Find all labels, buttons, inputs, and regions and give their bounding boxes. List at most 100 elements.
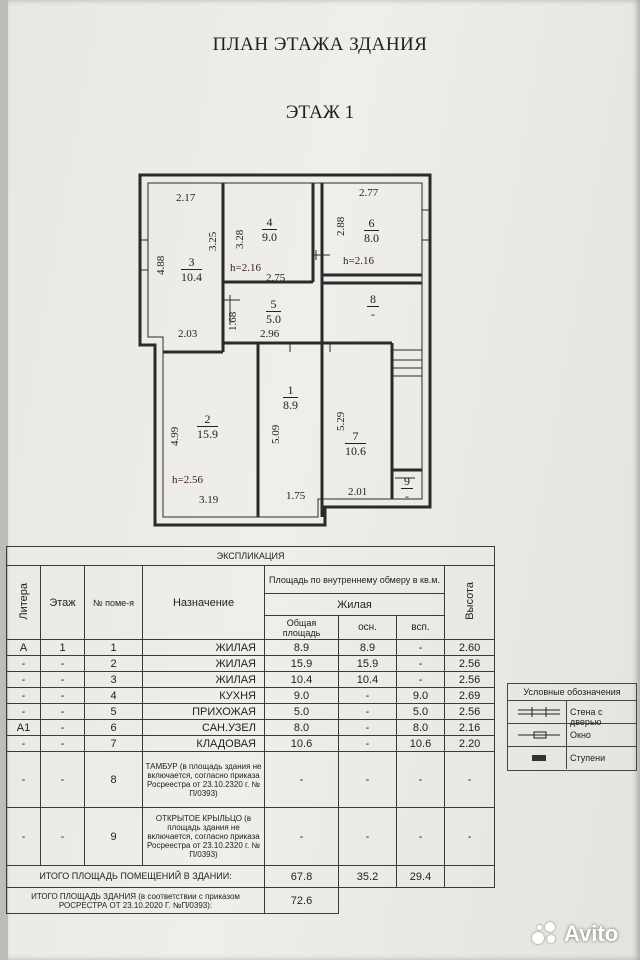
floor-cell: - xyxy=(40,671,85,688)
column-header: Этаж xyxy=(40,565,85,640)
litera-cell: - xyxy=(6,671,41,688)
purpose-cell: САН.УЗЕЛ xyxy=(142,719,265,736)
room-number-cell: 1 xyxy=(84,639,143,656)
total-area-cell: 9.0 xyxy=(264,687,339,704)
height-cell: - xyxy=(443,807,496,866)
aux-area-cell: 10.6 xyxy=(396,735,445,752)
dimension-label: 5.29 xyxy=(335,411,347,431)
main-area-cell: 8.9 xyxy=(338,639,397,656)
legend: Условные обозначения Стена с дверью Окно… xyxy=(507,683,637,771)
purpose-cell: ОТКРЫТОЕ КРЫЛЬЦО (в площадь здания не вк… xyxy=(142,807,265,866)
room-number-cell: 8 xyxy=(84,751,143,808)
window-icon xyxy=(518,731,560,739)
aux-area-cell: - xyxy=(396,671,445,688)
dimension-label: 2.88 xyxy=(335,216,347,236)
litera-cell: А1 xyxy=(6,719,41,736)
avito-watermark: Avito xyxy=(532,921,618,947)
room-label: 9- xyxy=(401,475,413,503)
column-header: осн. xyxy=(338,615,397,640)
dimension-label: 1.75 xyxy=(286,490,306,502)
litera-cell: - xyxy=(6,655,41,672)
ceiling-height-label: h=2.16 xyxy=(230,262,261,274)
total-area-cell: - xyxy=(264,751,339,808)
litera-cell: - xyxy=(6,735,41,752)
dimension-label: 2.03 xyxy=(178,328,198,340)
empty-cell xyxy=(443,865,496,888)
table-caption: ЭКСПЛИКАЦИЯ xyxy=(5,546,496,566)
total-area-sum: 67.8 xyxy=(264,865,339,888)
litera-cell: - xyxy=(6,807,41,866)
floor-cell: - xyxy=(40,735,85,752)
floor-plan xyxy=(138,173,432,527)
dimension-label: 5.09 xyxy=(270,424,282,444)
total-building-row: ИТОГО ПЛОЩАДЬ ЗДАНИЯ (в соответствии с п… xyxy=(6,887,495,914)
floor-cell: - xyxy=(40,807,85,866)
floor-title: ЭТАЖ 1 xyxy=(285,102,355,123)
dimension-label: 4.88 xyxy=(155,255,167,275)
main-area-cell: - xyxy=(338,735,397,752)
legend-item: Стена с дверью xyxy=(508,701,636,727)
purpose-cell: КУХНЯ xyxy=(142,687,265,704)
aux-area-sum: 29.4 xyxy=(396,865,445,888)
purpose-cell: КЛАДОВАЯ xyxy=(142,735,265,752)
room-number-cell: 5 xyxy=(84,703,143,720)
ceiling-height-label: h=2.16 xyxy=(343,255,374,267)
total-area-cell: - xyxy=(264,807,339,866)
floor-cell: 1 xyxy=(40,639,85,656)
column-header: Общая площадь xyxy=(264,615,339,640)
column-header: всп. xyxy=(396,615,445,640)
room-number-cell: 4 xyxy=(84,687,143,704)
avito-logo-icon xyxy=(532,922,560,946)
column-header: Высота xyxy=(443,565,496,640)
legend-title: Условные обозначения xyxy=(508,684,636,701)
litera-cell: - xyxy=(6,703,41,720)
floor-cell: - xyxy=(40,655,85,672)
main-area-cell: - xyxy=(338,687,397,704)
room-label: 8- xyxy=(367,293,379,321)
height-cell: 2.69 xyxy=(443,687,496,704)
main-area-cell: - xyxy=(338,703,397,720)
height-cell: - xyxy=(443,751,496,808)
purpose-cell: ЖИЛАЯ xyxy=(142,671,265,688)
total-area-cell: 8.9 xyxy=(264,639,339,656)
total-area-cell: 5.0 xyxy=(264,703,339,720)
aux-area-cell: 5.0 xyxy=(396,703,445,720)
main-area-cell: 15.9 xyxy=(338,655,397,672)
purpose-cell: ЖИЛАЯ xyxy=(142,655,265,672)
main-area-sum: 35.2 xyxy=(338,865,397,888)
height-cell: 2.20 xyxy=(443,735,496,752)
column-header: Назначение xyxy=(142,565,265,640)
aux-area-cell: - xyxy=(396,639,445,656)
document-title: ПЛАН ЭТАЖА ЗДАНИЯ xyxy=(212,34,428,55)
purpose-cell: ЖИЛАЯ xyxy=(142,639,265,656)
total-area-cell: 15.9 xyxy=(264,655,339,672)
room-number-cell: 7 xyxy=(84,735,143,752)
column-header: № поме-я xyxy=(84,565,143,640)
total-area-cell: 10.6 xyxy=(264,735,339,752)
total-rooms-label: ИТОГО ПЛОЩАДЬ ПОМЕЩЕНИЙ В ЗДАНИИ: xyxy=(6,865,265,888)
height-cell: 2.56 xyxy=(443,655,496,672)
legend-item: Ступени xyxy=(508,747,636,769)
dimension-label: 1.68 xyxy=(227,311,239,331)
purpose-cell: ТАМБУР (в площадь здания не включается, … xyxy=(142,751,265,808)
aux-area-cell: 9.0 xyxy=(396,687,445,704)
total-area-cell: 10.4 xyxy=(264,671,339,688)
dimension-label: 3.28 xyxy=(234,229,246,249)
room-number-cell: 6 xyxy=(84,719,143,736)
floor-cell: - xyxy=(40,719,85,736)
dimension-label: 2.01 xyxy=(348,486,368,498)
height-cell: 2.56 xyxy=(443,671,496,688)
total-building-label: ИТОГО ПЛОЩАДЬ ЗДАНИЯ (в соответствии с п… xyxy=(6,887,265,914)
litera-cell: А xyxy=(6,639,41,656)
empty-cell xyxy=(339,888,495,914)
